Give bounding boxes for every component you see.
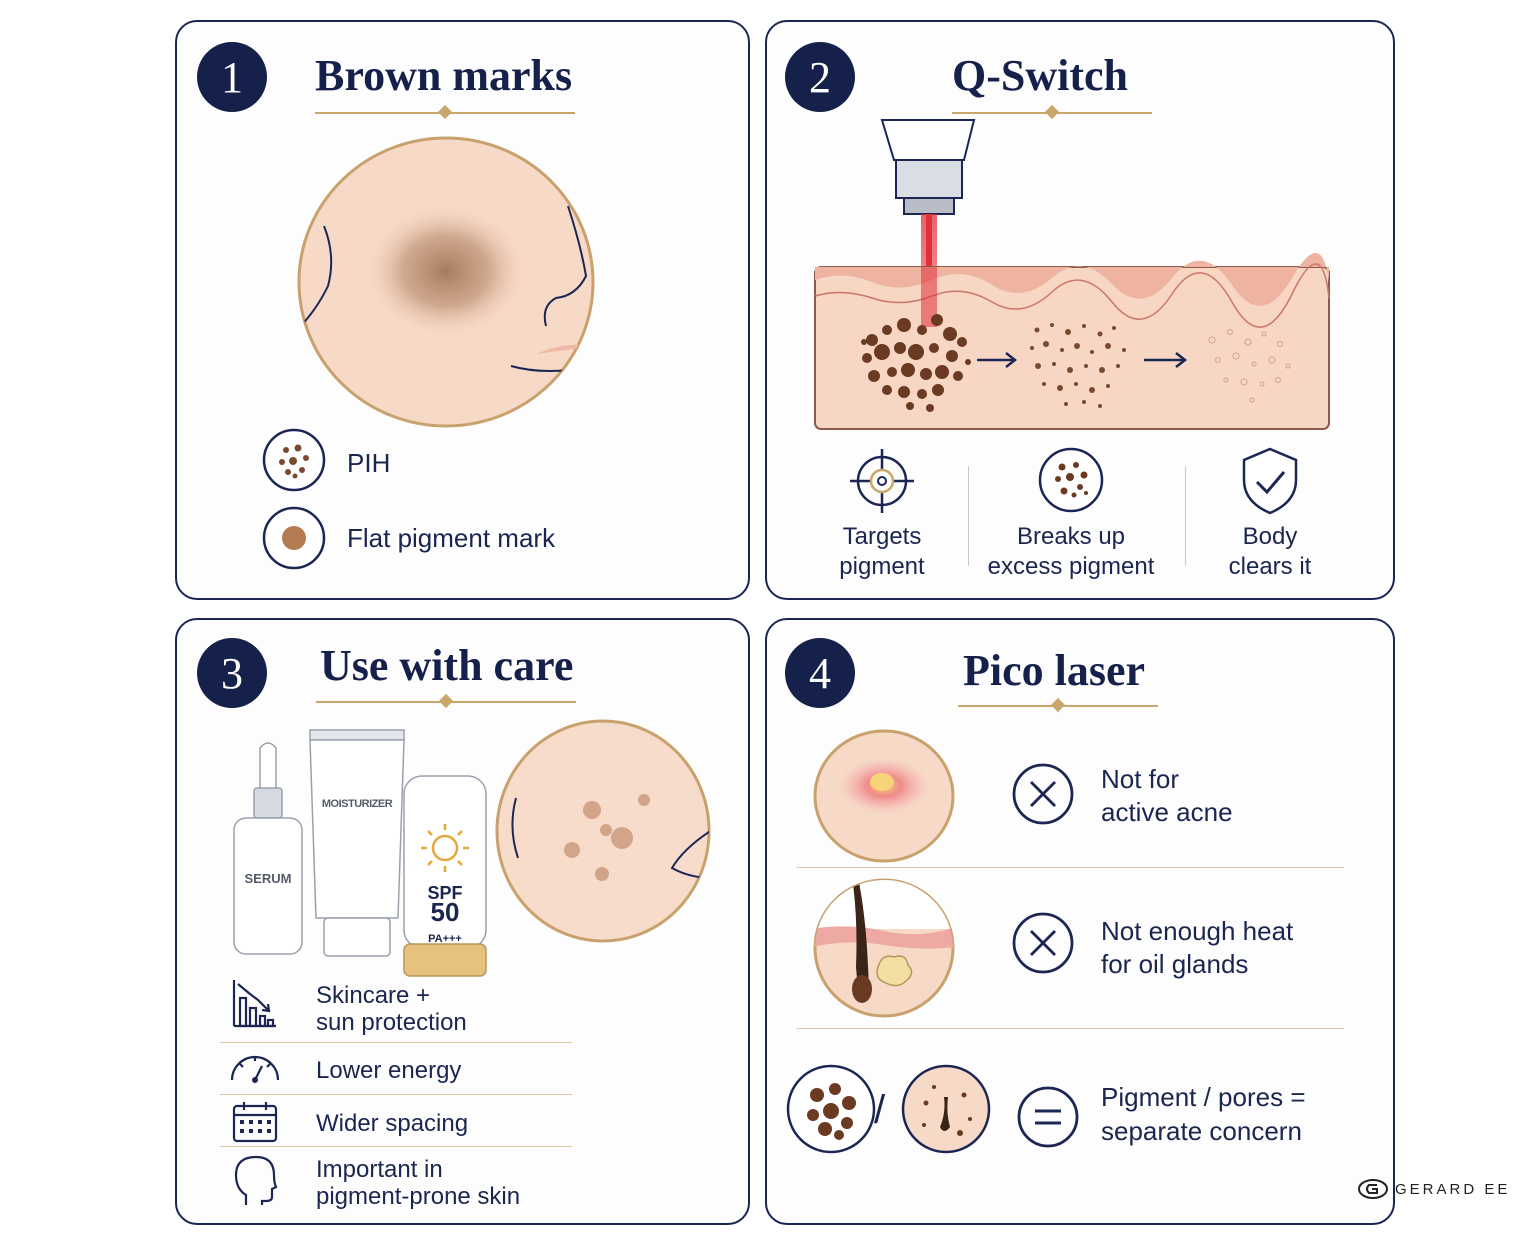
step-body-line1: Body: [1242, 523, 1298, 550]
target-icon: [850, 449, 914, 513]
care-item-lower-energy: Lower energy: [316, 1057, 462, 1084]
step-body-line2: clears it: [1228, 553, 1312, 580]
legend-label-flat-pigment: Flat pigment mark: [347, 523, 556, 553]
care-item-important-line2: pigment-prone skin: [316, 1183, 521, 1210]
care-item-wider-spacing: Wider spacing: [316, 1110, 469, 1137]
shield-check-icon: [1242, 447, 1298, 515]
pigment-cluster-dense: [861, 314, 971, 412]
care-divider: [220, 1094, 572, 1095]
step-number-4: 4: [785, 638, 855, 708]
pico-divider: [796, 867, 1344, 868]
laser-handpiece: [880, 119, 976, 161]
x-circle-icon: [1012, 763, 1074, 825]
serum-label: SERUM: [244, 871, 292, 886]
watermark-text: GERARD EE: [1395, 1180, 1511, 1198]
care-item-skincare-line1: Skincare +: [316, 982, 431, 1009]
calendar-icon: [232, 1102, 278, 1143]
moisturizer-label: MOISTURIZER: [321, 798, 393, 810]
sun-icon: [421, 824, 469, 872]
chart-down-icon: [232, 980, 276, 1028]
pico-divider: [796, 1028, 1344, 1029]
solid-dot-icon: [262, 506, 326, 570]
progression-arrows: [977, 352, 1188, 368]
step-number-3: 3: [197, 638, 267, 708]
care-item-important-line1: Important in: [316, 1156, 443, 1183]
pigment-circle-icon: [786, 1064, 876, 1154]
step-targets-line2: pigment: [839, 553, 925, 580]
skin-spots-illustration: [495, 719, 711, 943]
pico-row-oil-line1: Not enough heat: [1101, 916, 1294, 946]
head-icon: [234, 1155, 278, 1205]
pigment-fragments: [1030, 323, 1126, 408]
panel-1-title: Brown marks: [315, 51, 573, 100]
dots-circle-icon: [262, 428, 326, 492]
pico-row-acne-line2: active acne: [1101, 797, 1233, 827]
step-breaks-line1: Breaks up: [1016, 523, 1126, 550]
spf-label: SPF: [427, 883, 463, 903]
laser-skin-cross-section: [814, 119, 1330, 430]
care-divider: [220, 1146, 572, 1147]
step-divider: [1185, 466, 1186, 566]
step-number-2: 2: [785, 42, 855, 112]
step-breaks-line2: excess pigment: [987, 553, 1155, 580]
moisturizer-tube: [309, 729, 405, 957]
brand-logo-icon: [1358, 1179, 1388, 1199]
pico-row-pigment-line2: separate concern: [1101, 1116, 1302, 1146]
legend-label-pih: PIH: [347, 448, 391, 478]
slash-separator: /: [874, 1088, 886, 1132]
oil-gland-illustration: [813, 878, 955, 1018]
care-item-skincare-line2: sun protection: [316, 1009, 467, 1036]
equals-circle-icon: [1017, 1086, 1079, 1148]
title-divider-1: [315, 112, 575, 114]
pico-row-acne-line1: Not for: [1101, 764, 1180, 794]
pigment-cleared: [1208, 328, 1291, 403]
x-circle-icon: [1012, 912, 1074, 974]
pico-row-pigment-line1: Pigment / pores =: [1101, 1082, 1306, 1112]
breaks-up-dots-icon: [1038, 447, 1104, 513]
panel-3-title: Use with care: [320, 641, 574, 690]
skin-closeup-illustration: [297, 136, 595, 428]
brown-mark: [368, 207, 524, 335]
serum-bottle: [233, 742, 303, 955]
sunscreen-bottle: [403, 775, 487, 977]
step-targets-line1: Targets: [842, 523, 922, 550]
title-divider-4: [958, 705, 1158, 707]
panel-2-title: Q-Switch: [952, 51, 1128, 100]
watermark: GERARD EE: [1357, 1178, 1510, 1200]
title-divider-3: [316, 701, 576, 703]
panel-4-title: Pico laser: [963, 646, 1146, 695]
pores-circle-icon: [901, 1064, 991, 1154]
step-divider: [968, 466, 969, 566]
gauge-icon: [230, 1055, 280, 1083]
step-number-1: 1: [197, 42, 267, 112]
pico-row-oil-line2: for oil glands: [1101, 949, 1249, 979]
pa-rating: PA+++: [428, 933, 462, 945]
spf-value: 50: [430, 897, 460, 927]
care-divider: [220, 1042, 572, 1043]
active-acne-illustration: [813, 729, 955, 863]
title-divider-2: [952, 112, 1152, 114]
